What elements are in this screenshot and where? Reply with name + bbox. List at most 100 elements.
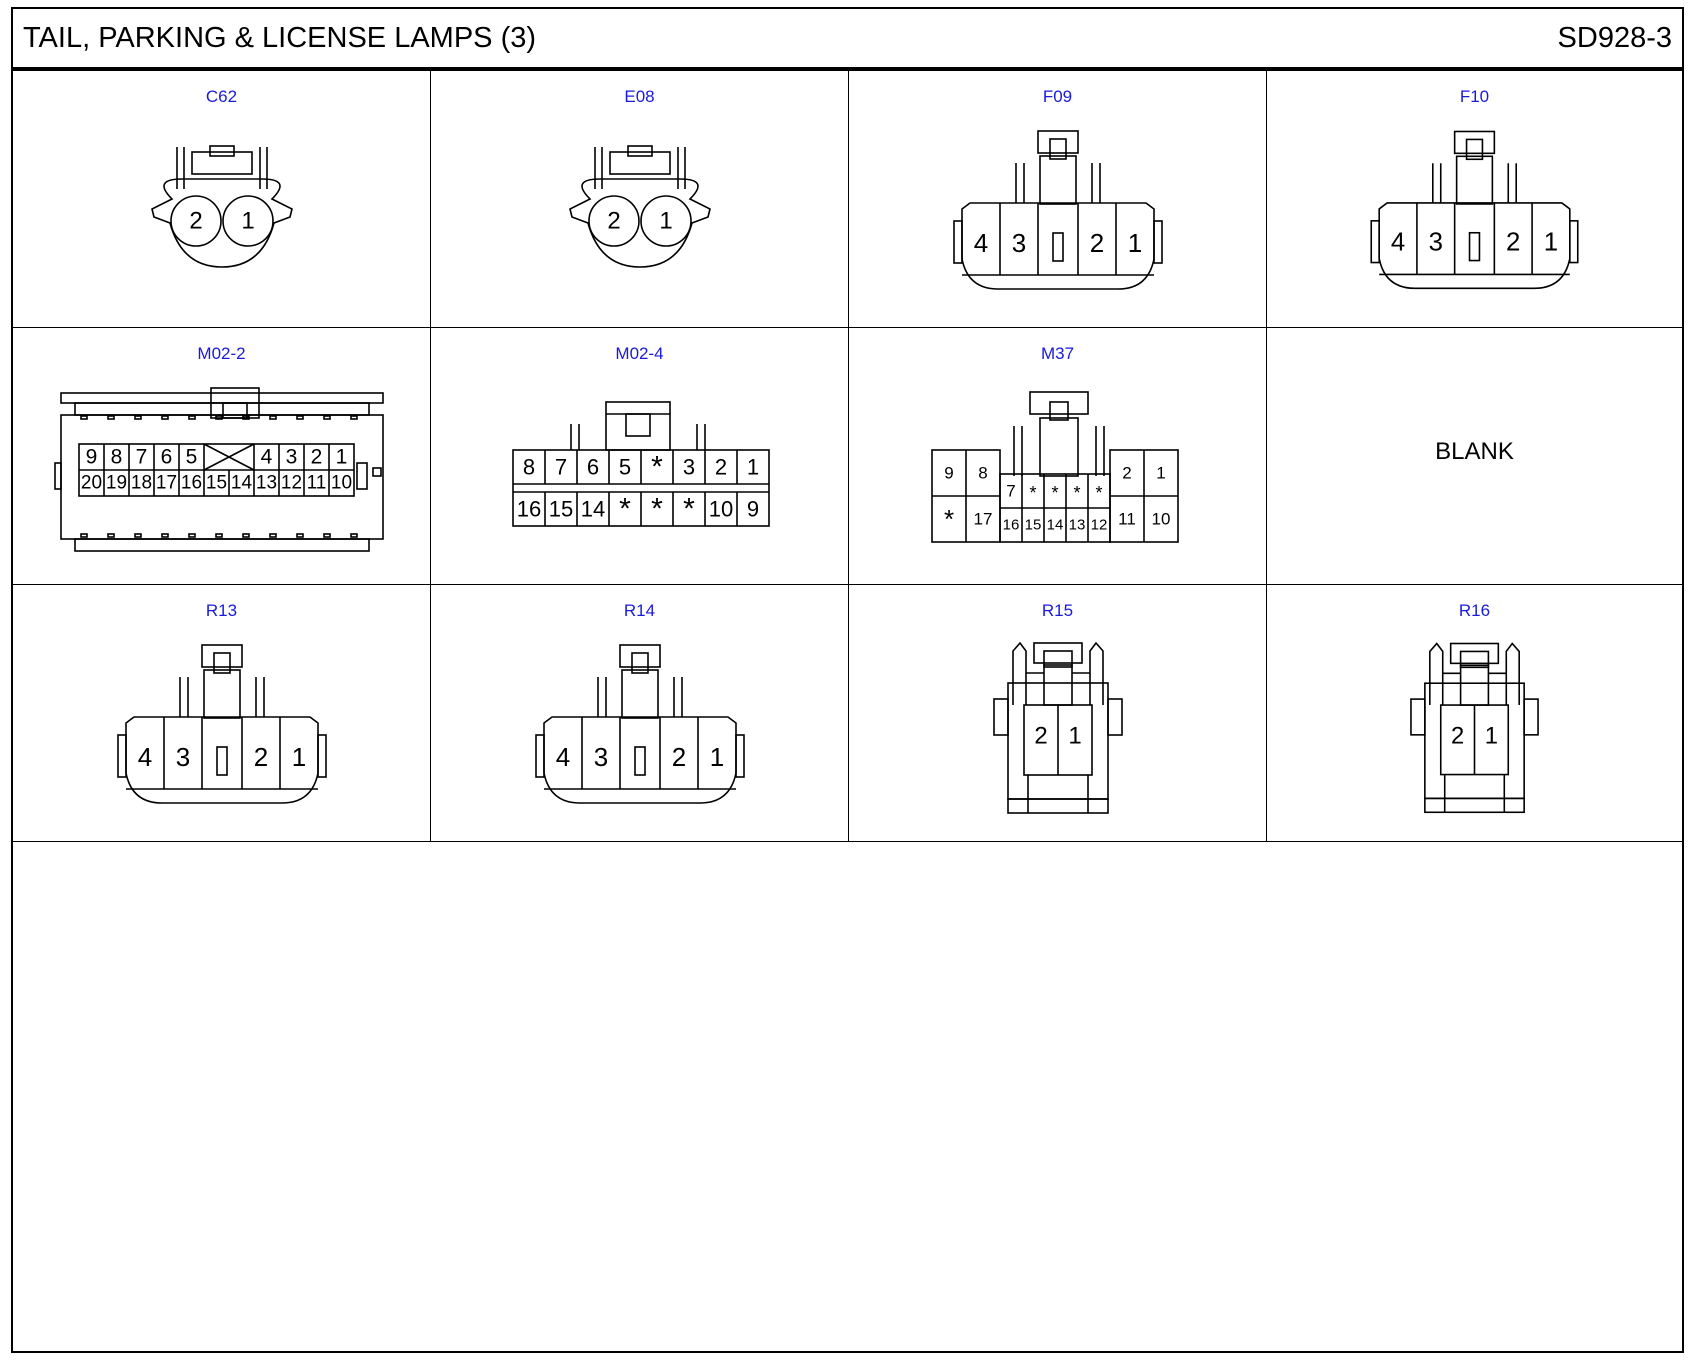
connector-id-label: E08	[624, 87, 655, 106]
diagram-sheet: TAIL, PARKING & LICENSE LAMPS (3) SD928-…	[11, 7, 1684, 1353]
pin-number: 8	[978, 464, 987, 483]
pin-number: 3	[1012, 228, 1026, 258]
pin-number: 12	[1091, 517, 1108, 534]
pin-number: 1	[1068, 723, 1081, 750]
pin-number: 2	[672, 742, 686, 772]
pin-number: 15	[549, 497, 573, 522]
pin-number: 1	[747, 455, 759, 480]
pin-number: 3	[1429, 229, 1443, 257]
connector-id-label: M37	[1040, 344, 1075, 363]
pin-number: 6	[161, 446, 173, 469]
pin-number: 7	[1006, 482, 1015, 501]
connector-id-label: R14	[623, 601, 656, 620]
pin-number: 2	[1090, 228, 1104, 258]
pin-number: 15	[206, 473, 227, 494]
pin-number: 10	[1152, 510, 1171, 529]
pin-number: 16	[1003, 517, 1020, 534]
pin-number: 3	[176, 742, 190, 772]
pin-number: *	[683, 493, 695, 526]
pin-number: 9	[944, 464, 953, 483]
pin-number: 10	[331, 473, 352, 494]
pin-number: 1	[292, 742, 306, 772]
pin-number: 1	[1485, 722, 1498, 749]
pin-number: 1	[710, 742, 724, 772]
pin-number: *	[1051, 483, 1058, 503]
pin-number: 8	[111, 446, 123, 469]
pin-number: 5	[619, 455, 631, 480]
connector-id-label: R13	[205, 601, 238, 620]
pin-number: 2	[1034, 723, 1047, 750]
pin-number: 5	[186, 446, 198, 469]
pin-number: 12	[281, 473, 302, 494]
pin-number: 3	[286, 446, 298, 469]
pin-number: *	[1073, 483, 1080, 503]
pin-number: 3	[594, 742, 608, 772]
pin-number: 2	[1122, 464, 1131, 483]
pin-number: 11	[1118, 510, 1136, 529]
pin-number: *	[1029, 483, 1036, 503]
pin-number: *	[1095, 483, 1102, 503]
pin-number: 2	[254, 742, 268, 772]
pin-number: 1	[659, 208, 672, 235]
pin-number: 17	[974, 510, 993, 529]
pin-number: *	[944, 504, 954, 534]
pin-number: 11	[307, 473, 327, 494]
page-header: TAIL, PARKING & LICENSE LAMPS (3) SD928-…	[13, 9, 1682, 71]
pin-number: 1	[1544, 229, 1558, 257]
connector-id-label: R15	[1041, 601, 1074, 620]
pin-number: 13	[256, 473, 277, 494]
pin-number: 20	[81, 473, 102, 494]
pin-number: 2	[1506, 229, 1520, 257]
pin-number: *	[619, 493, 631, 526]
connector-id-label: M02-2	[197, 344, 246, 363]
pin-number: 13	[1069, 517, 1086, 534]
pin-number: 17	[156, 473, 177, 494]
pin-number: 2	[189, 208, 202, 235]
pin-number: 2	[1451, 722, 1464, 749]
pin-number: 7	[136, 446, 148, 469]
pin-number: 9	[747, 497, 759, 522]
pin-number: 8	[523, 455, 535, 480]
pin-number: 15	[1025, 517, 1042, 534]
pin-number: 9	[86, 446, 98, 469]
pin-number: 10	[709, 497, 733, 522]
pin-number: 16	[181, 473, 202, 494]
pin-number: 4	[974, 228, 988, 258]
pin-number: *	[651, 493, 663, 526]
pin-number: 19	[106, 473, 127, 494]
pin-number: 4	[556, 742, 570, 772]
pin-number: 6	[587, 455, 599, 480]
pin-number: 14	[581, 497, 605, 522]
pin-number: *	[651, 451, 663, 484]
pin-number: 1	[1156, 464, 1165, 483]
pin-number: 4	[261, 446, 273, 469]
pin-number: 14	[231, 473, 253, 494]
